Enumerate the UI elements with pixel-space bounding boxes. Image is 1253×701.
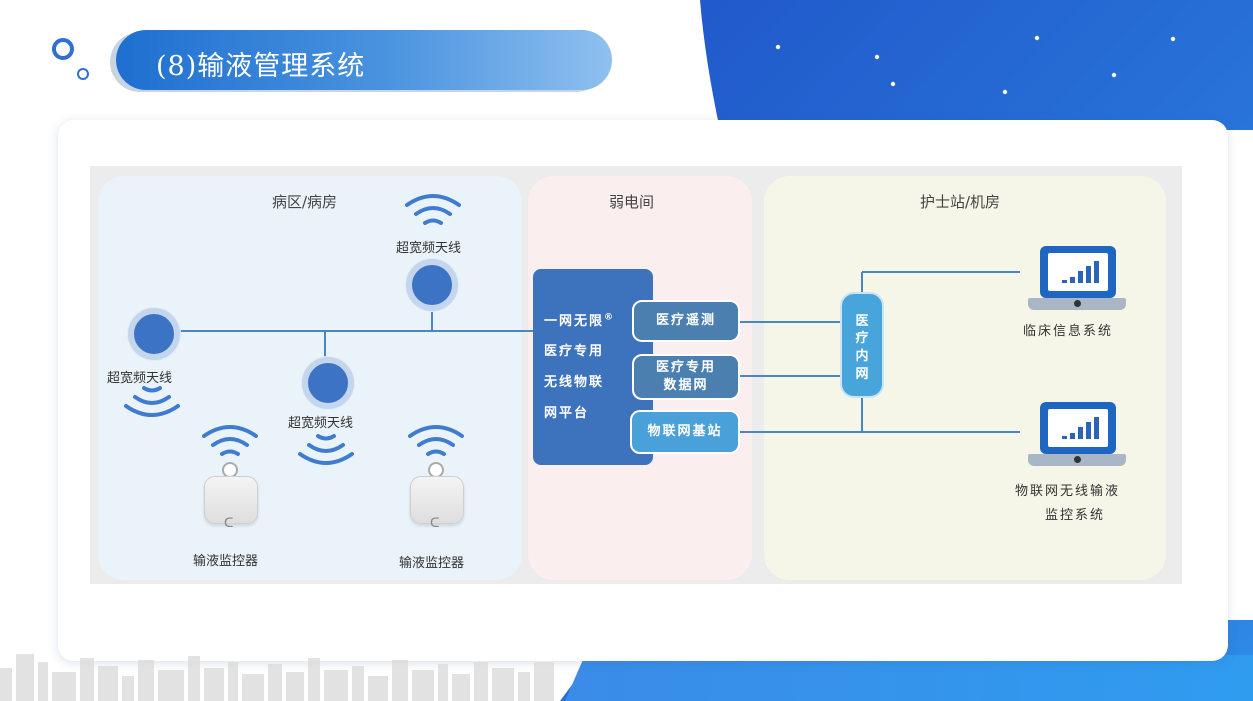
laptop-dot — [1074, 300, 1081, 307]
laptop-chart-icon — [1040, 402, 1116, 454]
service-iot-base-station-label: 物联网基站 — [647, 424, 723, 439]
infusion-monitor-label: 输液监控器 — [193, 554, 259, 569]
intranet-char-4: 网 — [855, 367, 869, 382]
chart-bar — [1094, 417, 1099, 439]
trademark-mark: ® — [604, 312, 616, 323]
title-banner — [116, 30, 612, 90]
laptop-chart-icon — [1040, 246, 1116, 298]
platform-line-1-text: 一网无限 — [544, 314, 605, 329]
hook-icon: ᑕ — [430, 516, 440, 531]
platform-line-2: 医疗专用 — [544, 344, 605, 359]
decor-ring-small — [77, 68, 89, 80]
chart-bar — [1094, 261, 1099, 283]
hook-icon: ᑕ — [224, 516, 234, 531]
infusion-monitor-icon — [410, 476, 464, 524]
chart-bar — [1078, 271, 1083, 283]
zone-label-nurse-station: 护士站/机房 — [920, 193, 1001, 211]
intranet-char-3: 内 — [855, 349, 869, 364]
wifi-icon — [298, 434, 354, 465]
platform-line-4: 网平台 — [544, 406, 590, 421]
antenna-icon — [128, 308, 180, 360]
laptop-dot — [1074, 456, 1081, 463]
skyline-decoration — [0, 654, 554, 701]
laptop-screen-inner — [1048, 253, 1108, 291]
intranet-char-2: 疗 — [855, 331, 869, 346]
service-data-line-1: 医疗专用 — [655, 360, 716, 375]
wifi-icon — [405, 194, 461, 225]
antenna-icon — [302, 357, 354, 409]
chart-bar — [1086, 266, 1091, 283]
antenna-label-middle: 超宽频天线 — [288, 416, 354, 431]
wifi-icon — [124, 386, 180, 417]
chart-bar — [1062, 280, 1067, 283]
iot-system-label-line-2: 监控系统 — [1045, 508, 1106, 523]
chart-bar — [1070, 433, 1075, 439]
chart-bar — [1070, 277, 1075, 283]
platform-line-3: 无线物联 — [544, 375, 605, 390]
clinical-system-label: 临床信息系统 — [1023, 324, 1114, 339]
intranet-char-1: 医 — [855, 314, 869, 329]
antenna-label-left: 超宽频天线 — [107, 371, 173, 386]
service-data-line-2: 数据网 — [663, 378, 709, 393]
zone-label-weak-room: 弱电间 — [609, 193, 655, 211]
chart-bar — [1086, 422, 1091, 439]
page-title: (8)输液管理系统 — [156, 51, 366, 82]
service-medical-telemetry: 医疗遥测 — [632, 300, 740, 342]
decor-ring-large — [52, 38, 74, 60]
antenna-label-top: 超宽频天线 — [396, 241, 462, 256]
platform-line-1: 一网无限® — [544, 310, 615, 329]
service-medical-data-network: 医疗专用 数据网 — [632, 354, 740, 400]
service-medical-telemetry-label: 医疗遥测 — [655, 313, 716, 328]
antenna-icon — [406, 259, 458, 311]
zone-nurse-station — [764, 176, 1166, 580]
medical-intranet: 医 疗 内 网 — [840, 292, 884, 398]
iot-system-label-line-1: 物联网无线输液 — [1015, 484, 1121, 499]
laptop-screen-inner — [1048, 409, 1108, 447]
wifi-icon — [202, 425, 258, 456]
chart-bar — [1078, 427, 1083, 439]
chart-bar — [1062, 436, 1067, 439]
zone-label-ward: 病区/病房 — [272, 193, 338, 211]
infusion-monitor-label: 输液监控器 — [399, 556, 465, 571]
wifi-icon — [408, 425, 464, 456]
infusion-monitor-icon — [204, 476, 258, 524]
service-iot-base-station: 物联网基站 — [630, 410, 740, 454]
